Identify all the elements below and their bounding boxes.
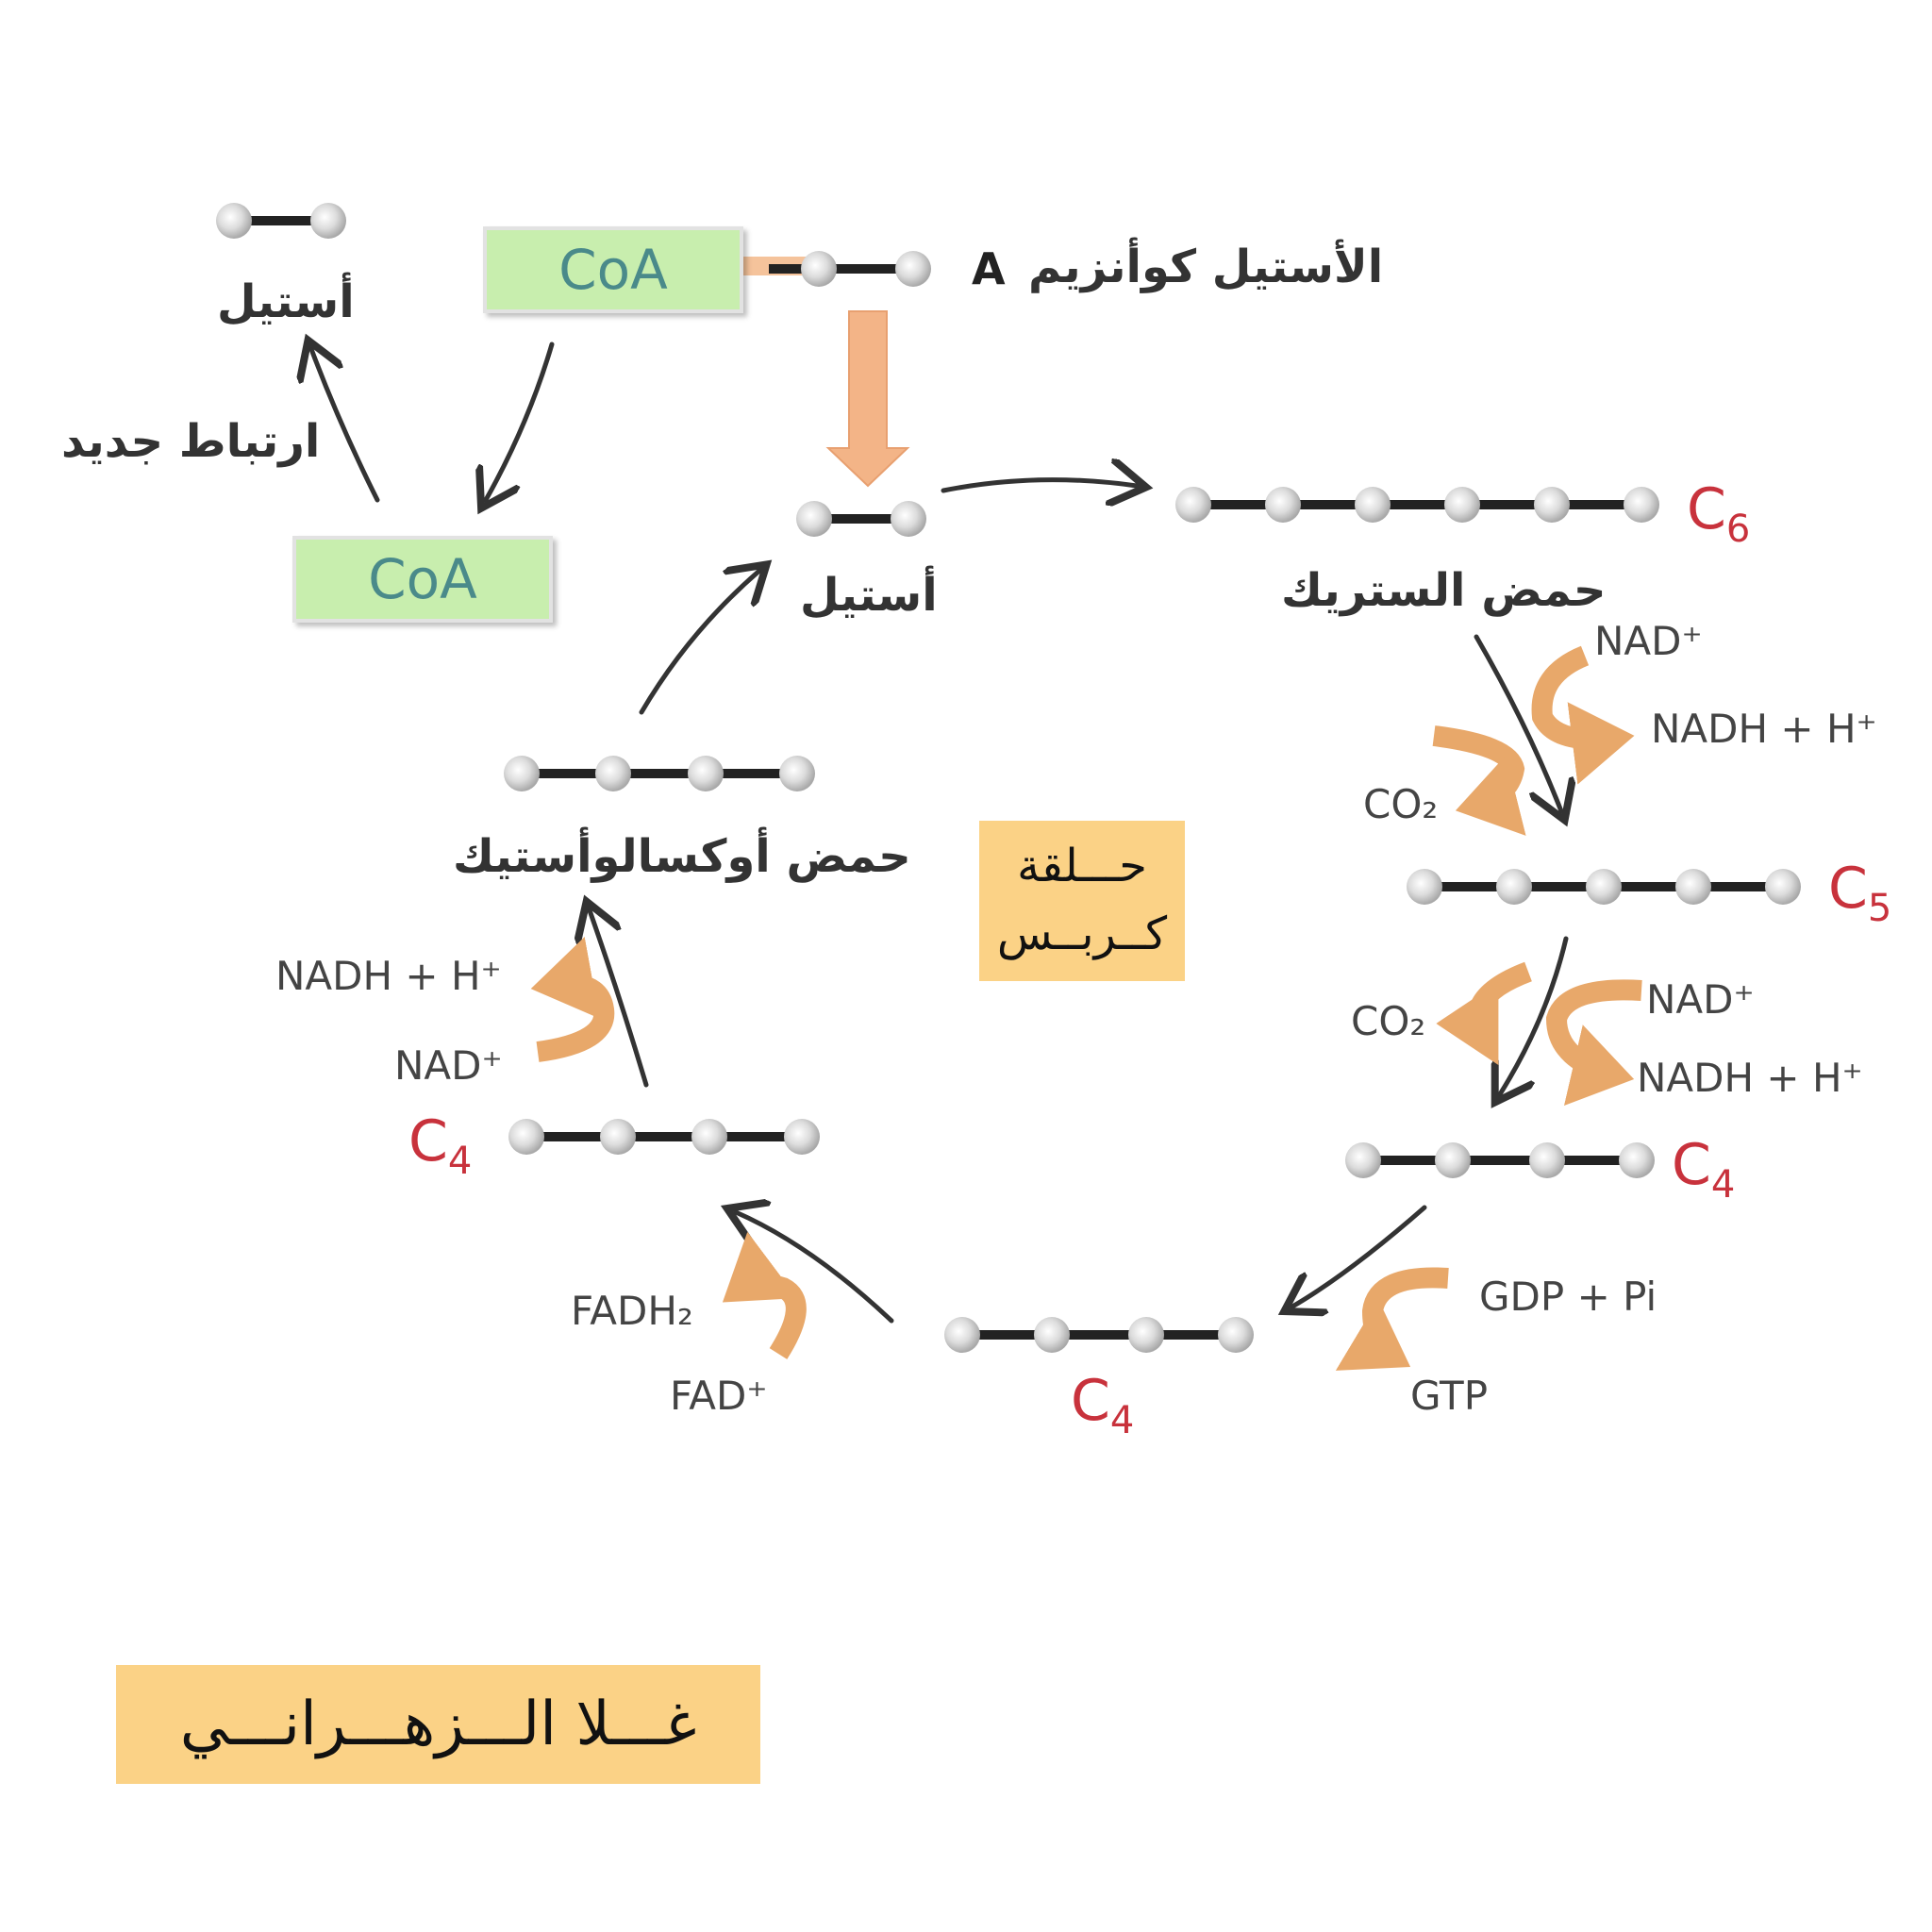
chain-acetyl-top	[216, 203, 346, 239]
arrow-citrate-to-c5	[1474, 634, 1561, 811]
label-c4-bottom-letter: C	[1071, 1368, 1110, 1434]
carbon-chains	[216, 203, 1801, 1353]
arrow-c4-left-to-oxaloacetate	[590, 910, 649, 1088]
arrow-acetyl-to-citrate	[941, 480, 1137, 491]
label-nadh-1: NADH + H⁺	[1651, 706, 1877, 752]
chain-c4-right	[1345, 1142, 1655, 1178]
label-gdp: GDP + Pi	[1479, 1274, 1657, 1320]
chain-acetyl-center	[796, 501, 926, 537]
flow-arrows	[311, 341, 1569, 1324]
coa-box-bottom: CoA	[292, 536, 553, 623]
label-nadh-3: NADH + H⁺	[275, 953, 502, 999]
label-acetyl-coa-letter: A	[972, 243, 1006, 294]
label-c4-right-sub: 4	[1710, 1163, 1736, 1207]
label-c5-letter: C	[1828, 856, 1868, 922]
label-nad-2: NAD⁺	[1646, 976, 1755, 1023]
label-fad: FAD⁺	[670, 1373, 768, 1419]
chain-oxaloacetate	[504, 756, 815, 791]
orange-nad-2	[1545, 979, 1642, 1106]
label-new-bond: ارتباط جديد	[61, 415, 321, 468]
orange-co2-2	[1436, 961, 1533, 1065]
arrow-oxaloacetate-to-acetyl	[639, 571, 759, 715]
label-acetyl-top: أستيل	[217, 275, 355, 328]
label-c4-right-letter: C	[1672, 1132, 1711, 1198]
label-co2-1: CO₂	[1363, 781, 1439, 827]
coa-box-top: CoA	[483, 226, 743, 313]
label-citric-acid: حمض الستريك	[1281, 564, 1607, 617]
label-c5: C5	[1828, 856, 1891, 930]
chain-c5	[1407, 869, 1801, 905]
orange-nad-1	[1531, 645, 1635, 785]
orange-arrows	[530, 645, 1642, 1371]
krebs-cycle-badge: حـــلقة كــربــس	[979, 821, 1185, 981]
label-oxaloacetic-acid: حمض أوكسالوأستيك	[453, 830, 911, 883]
label-c6-sub: 6	[1725, 508, 1751, 551]
orange-fad	[722, 1231, 807, 1359]
label-c4-left-letter: C	[408, 1108, 448, 1174]
krebs-title-line2: كــربــس	[996, 908, 1168, 960]
orange-nad-3	[530, 937, 615, 1062]
label-acetyl-coa: الأستيل كوأنزيم	[1028, 241, 1384, 293]
chain-c4-bottom	[944, 1317, 1254, 1353]
krebs-title-line1: حـــلقة	[1017, 840, 1147, 892]
label-c4-right: C4	[1672, 1132, 1735, 1207]
label-acetyl-center: أستيل	[800, 569, 938, 622]
author-badge: غـــلا الـــزهـــرانـــي	[116, 1665, 760, 1784]
orange-gdp-gtp	[1335, 1267, 1449, 1371]
label-c6-letter: C	[1687, 476, 1726, 542]
arrow-c4-to-c4-bottom	[1292, 1205, 1427, 1307]
label-nad-3: NAD⁺	[394, 1042, 503, 1089]
chain-citric-c6	[1175, 487, 1659, 523]
chain-acetyl-coa	[741, 251, 931, 287]
label-fadh2: FADH₂	[571, 1288, 693, 1334]
arrow-entry-orange	[825, 310, 910, 488]
label-c4-left-sub: 4	[447, 1140, 473, 1183]
orange-co2-1	[1432, 725, 1526, 836]
arrow-c5-to-c4	[1500, 936, 1569, 1094]
arrow-to-acetyl-top	[311, 349, 380, 503]
label-co2-2: CO₂	[1351, 998, 1426, 1044]
label-c6: C6	[1687, 476, 1750, 551]
label-c4-bottom-sub: 4	[1109, 1399, 1135, 1442]
arrow-coa-down	[486, 341, 555, 500]
label-c5-sub: 5	[1867, 887, 1892, 930]
label-nadh-2: NADH + H⁺	[1637, 1055, 1863, 1101]
label-c4-left: C4	[408, 1108, 472, 1183]
label-nad-1: NAD⁺	[1594, 618, 1703, 664]
arrow-c4-bottom-to-c4-left	[736, 1212, 894, 1324]
label-gtp: GTP	[1410, 1373, 1489, 1419]
label-c4-bottom: C4	[1071, 1368, 1134, 1442]
chain-c4-left	[508, 1119, 820, 1155]
